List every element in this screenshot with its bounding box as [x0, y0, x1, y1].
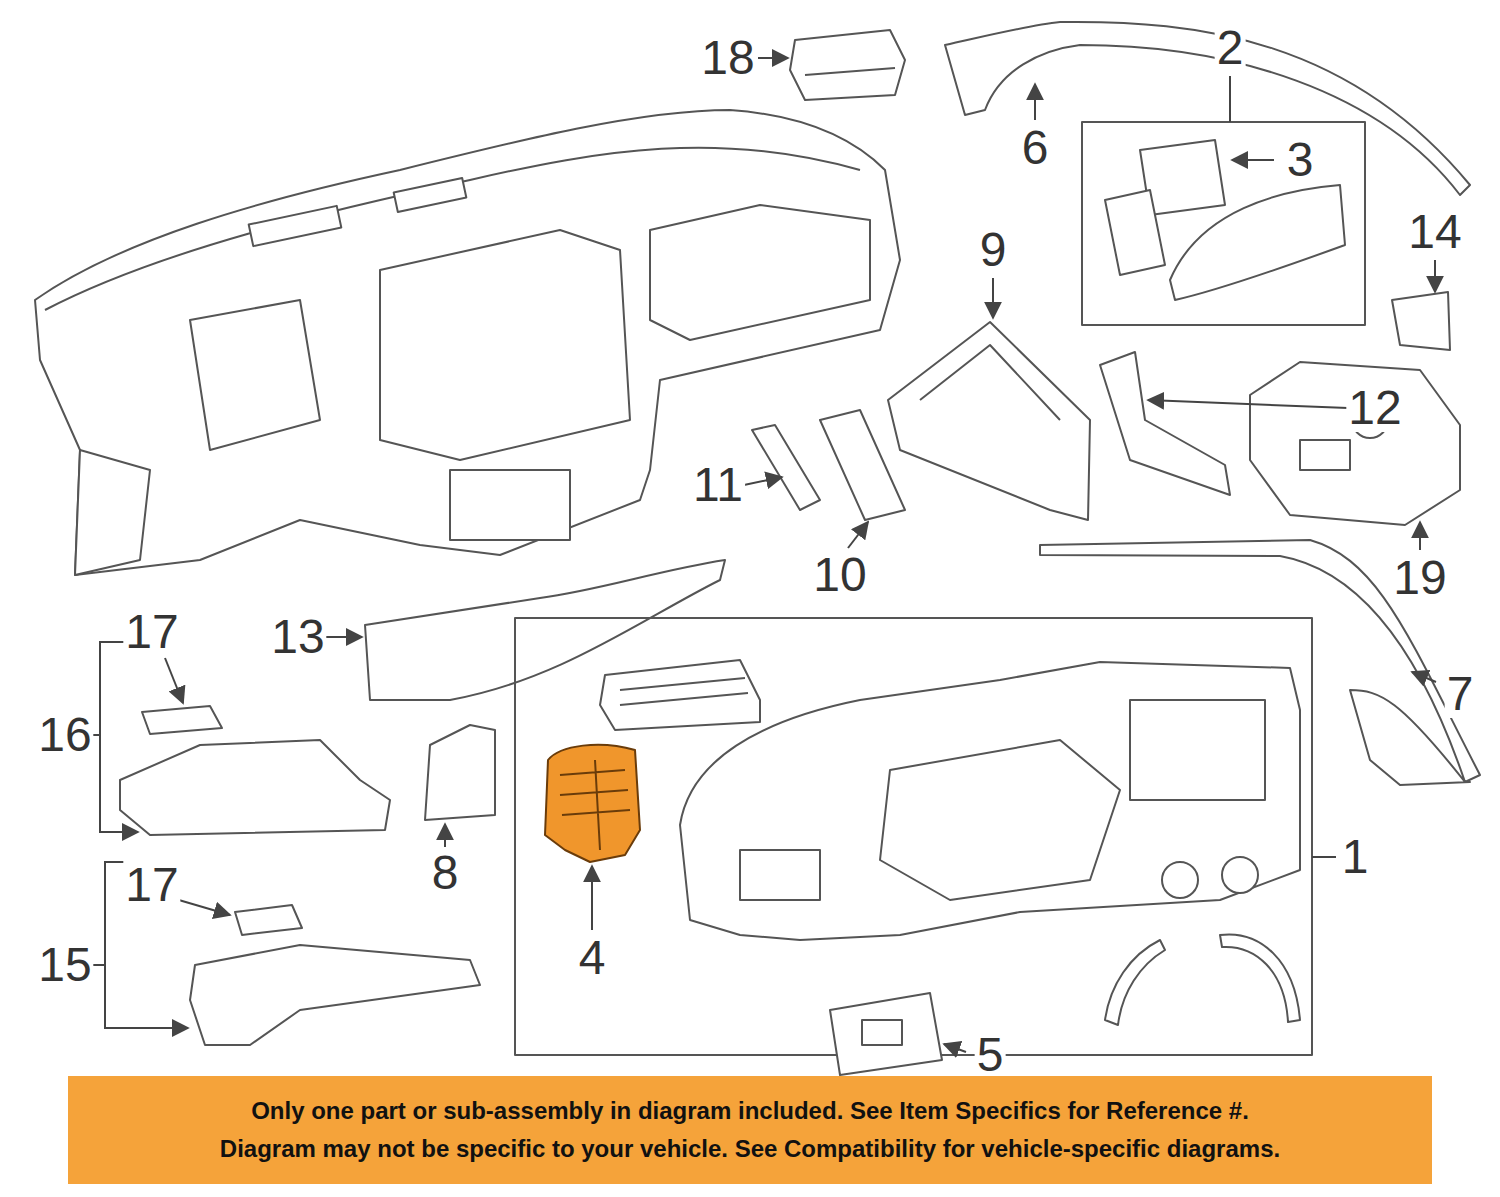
display-opening	[1130, 700, 1265, 800]
console-side-panel	[888, 322, 1090, 520]
panel-vent-slot	[394, 178, 467, 212]
callout-number: 3	[1285, 136, 1316, 184]
round-opening	[1222, 857, 1258, 893]
leader-line	[1229, 76, 1231, 122]
center-vent	[600, 660, 760, 730]
bracket-slot	[1300, 440, 1350, 470]
notice-banner: Only one part or sub-assembly in diagram…	[68, 1076, 1432, 1184]
leader-line	[444, 824, 446, 847]
callout-number: 12	[1346, 384, 1403, 432]
leader-line	[1034, 84, 1036, 120]
callout-number: 17	[123, 608, 180, 656]
callout-number: 18	[699, 34, 756, 82]
instrument-panel	[35, 110, 900, 575]
callout-number: 8	[430, 849, 461, 897]
console-trim	[1100, 352, 1230, 495]
callout-number: 19	[1391, 554, 1448, 602]
airbag-detail	[805, 68, 895, 75]
callout-number: 6	[1020, 124, 1051, 172]
group-frame	[515, 618, 1312, 1055]
callout-number: 17	[123, 861, 180, 909]
airbag-module	[790, 30, 905, 100]
switch-opening	[740, 850, 820, 900]
callout-number: 7	[1445, 670, 1476, 718]
vent-slats	[620, 678, 748, 705]
leader-line	[758, 57, 788, 59]
panel-bracket	[450, 470, 570, 540]
panel-opening	[190, 300, 320, 450]
control-display	[862, 1020, 902, 1045]
leader-line	[1412, 672, 1436, 682]
panel-opening	[650, 205, 870, 340]
leader-line	[165, 658, 183, 703]
callout-number: 15	[36, 941, 93, 989]
panel-vent-slot	[249, 206, 342, 246]
end-cover	[1170, 185, 1345, 300]
panel-rib	[920, 345, 1060, 420]
round-opening	[1162, 862, 1198, 898]
callout-number: 5	[975, 1031, 1006, 1079]
leader-line	[848, 522, 868, 548]
leader-line	[325, 636, 362, 638]
support-bracket	[1250, 362, 1460, 525]
end-cap	[1392, 292, 1450, 350]
leader-line	[92, 964, 105, 966]
callout-number: 14	[1406, 208, 1463, 256]
insulator-panel	[190, 945, 480, 1045]
callout-number: 1	[1340, 833, 1371, 881]
group-frame	[1082, 122, 1365, 325]
side-vent	[1105, 190, 1165, 275]
callout-number: 2	[1215, 24, 1246, 72]
leader-line	[1232, 159, 1274, 161]
cluster-opening	[880, 740, 1120, 900]
callout-number: 11	[691, 461, 745, 509]
callout-number: 10	[811, 551, 868, 599]
insulator-panel	[120, 740, 390, 835]
small-bracket	[425, 725, 495, 820]
clip	[142, 706, 222, 734]
leader-line	[744, 477, 782, 485]
callout-number: 16	[36, 711, 93, 759]
notice-text: Only one part or sub-assembly in diagram…	[251, 1092, 1249, 1130]
bezel-ring	[1105, 940, 1165, 1025]
leader-line	[1148, 400, 1348, 408]
switch-panel	[820, 410, 905, 520]
clip	[235, 905, 302, 935]
control-panel	[830, 993, 942, 1075]
callout-number: 4	[577, 934, 608, 982]
callout-number: 13	[269, 613, 326, 661]
leader-line	[1434, 260, 1436, 292]
leader-line	[591, 866, 593, 930]
leader-line	[944, 1044, 966, 1052]
notice-text: Diagram may not be specific to your vehi…	[220, 1130, 1280, 1168]
leader-line	[992, 278, 994, 318]
leader-line	[1419, 522, 1421, 550]
group-bracket	[105, 862, 188, 1028]
leader-line	[1312, 856, 1336, 858]
bezel-ring	[1220, 934, 1300, 1022]
vent-slats	[560, 760, 630, 850]
switch-bezel	[752, 425, 820, 510]
cluster-bezel	[680, 662, 1300, 940]
panel-duct	[75, 450, 150, 575]
group-bracket	[100, 642, 138, 832]
callout-number: 9	[978, 226, 1009, 274]
panel-opening	[380, 230, 630, 460]
highlighted-vent	[545, 745, 640, 862]
